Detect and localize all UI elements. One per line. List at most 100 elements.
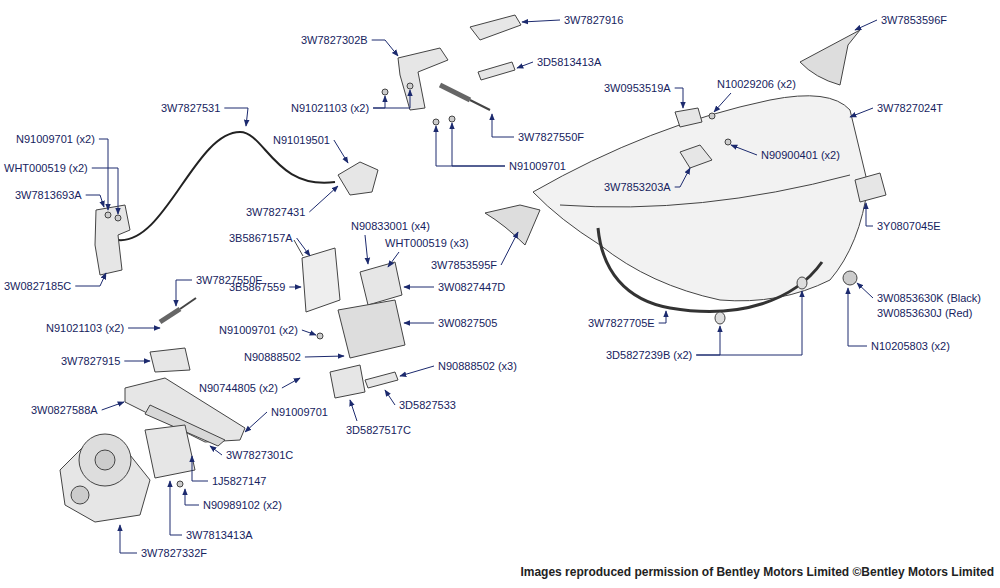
- lid-seal: [598, 228, 822, 311]
- leader-line: [185, 489, 199, 505]
- leader-line: [848, 288, 867, 346]
- lock-plate: [365, 372, 398, 388]
- part-number: N10205803 (x2): [870, 339, 951, 353]
- part-number: N90900401 (x2): [760, 148, 841, 162]
- motor-hub: [95, 450, 115, 470]
- part-number: WHT000519 (x3): [384, 236, 470, 250]
- part-number: 3W7853595F: [430, 258, 498, 272]
- part-number: 3W7827332F: [140, 546, 208, 560]
- leader-line: [334, 140, 348, 163]
- strut-bar: [478, 62, 515, 80]
- leader-line: [492, 114, 514, 137]
- part-number: N90744805 (x2): [198, 381, 279, 395]
- lock-bracket: [675, 108, 702, 127]
- part-number: 3W7853203A: [603, 180, 672, 194]
- part-number: 3Y0807045E: [876, 219, 942, 233]
- leader-line: [501, 232, 518, 265]
- bolt: [449, 116, 455, 122]
- leader-line: [372, 40, 398, 56]
- control-module: [302, 248, 340, 312]
- bolt: [433, 119, 439, 125]
- leader-line: [452, 123, 505, 166]
- copyright-caption: Images reproduced permission of Bentley …: [520, 565, 994, 580]
- gas-spring: [440, 85, 470, 100]
- bolt: [382, 89, 388, 95]
- part-number: 3W0827185C: [3, 279, 72, 293]
- leader-line: [373, 96, 385, 108]
- bolt: [177, 481, 183, 487]
- part-number: N90888502: [243, 350, 302, 364]
- bolt: [407, 83, 413, 89]
- seal-buffer: [715, 312, 725, 324]
- leader-line: [124, 361, 150, 362]
- part-number: N91021103 (x2): [290, 101, 370, 115]
- part-number: N91021103 (x2): [45, 321, 125, 335]
- part-number: 3W7827302B: [300, 33, 369, 47]
- leader-line: [522, 20, 560, 22]
- part-number: 3W0853630J (Red): [876, 306, 973, 320]
- bolt: [115, 215, 121, 221]
- part-number: 1J5827147: [211, 474, 267, 488]
- part-number: 3W7827550F: [517, 130, 585, 144]
- part-number: N91019501: [272, 133, 331, 147]
- bolt: [709, 113, 715, 119]
- part-number: N90888502 (x3): [437, 359, 518, 373]
- leader-line: [75, 273, 106, 286]
- leader-line: [855, 20, 877, 30]
- trim-wing: [485, 205, 540, 245]
- part-number: 3W7827916: [563, 13, 624, 27]
- part-number: WHT000519 (x2): [3, 161, 89, 175]
- leader-line: [385, 390, 395, 405]
- part-number: N91009701: [270, 405, 329, 419]
- part-number: N91009701 (x2): [218, 323, 299, 337]
- lock-latch: [360, 262, 402, 305]
- part-number: 3D5827239B (x2): [605, 348, 693, 362]
- leader-line: [309, 186, 338, 212]
- leader-line: [850, 108, 873, 117]
- leader-line: [675, 88, 683, 108]
- part-number: N90833001 (x4): [350, 219, 431, 233]
- hinge: [398, 48, 448, 110]
- leader-line: [102, 402, 124, 410]
- lid-crease: [560, 175, 850, 207]
- motor-gear: [79, 434, 131, 486]
- leader-line: [696, 291, 802, 355]
- leader-line: [857, 283, 873, 298]
- leader-line: [436, 126, 505, 166]
- motor-hub: [71, 486, 89, 504]
- hinge-cover: [470, 15, 521, 40]
- bolt: [317, 333, 323, 339]
- leader-line: [128, 328, 160, 329]
- part-number: 3B5867157A: [228, 231, 294, 245]
- bolt: [105, 212, 111, 218]
- part-number: 3W7827431: [245, 205, 306, 219]
- hinge-plate: [95, 205, 130, 275]
- part-number: N91009701 (x2): [15, 132, 96, 146]
- part-number: 3W7827531: [160, 101, 221, 115]
- leader-line: [350, 400, 357, 421]
- lock-body: [338, 300, 405, 358]
- part-number: 3W7827915: [60, 354, 121, 368]
- leader-line: [373, 90, 410, 108]
- gas-spring-rod: [470, 100, 490, 110]
- part-number: 3W0953519A: [603, 81, 672, 95]
- part-number: 3W7827024T: [876, 101, 944, 115]
- leader-line: [659, 311, 666, 323]
- trim-wing: [800, 30, 860, 85]
- gas-spring-rod: [180, 298, 196, 309]
- leader-line: [120, 525, 137, 553]
- leader-line: [517, 62, 533, 68]
- leader-line: [99, 139, 108, 210]
- part-number: N10029206 (x2): [716, 77, 797, 91]
- leader-line: [86, 195, 104, 207]
- leader-line: [365, 235, 368, 264]
- leader-line: [404, 287, 434, 288]
- leader-line: [675, 168, 690, 187]
- part-number: N91009701: [508, 159, 567, 173]
- leader-line: [192, 456, 208, 481]
- part-number: N90989102 (x2): [202, 498, 283, 512]
- leader-line: [302, 330, 316, 335]
- module-lead: [294, 240, 303, 256]
